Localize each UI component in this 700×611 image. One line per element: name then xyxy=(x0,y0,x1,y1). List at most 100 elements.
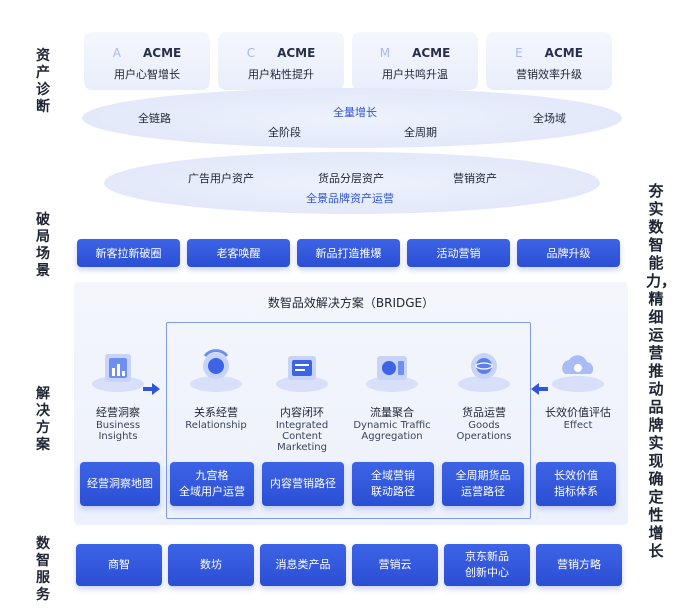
button-line2: 创新中心 xyxy=(465,566,509,579)
service-marketing-cloud-button[interactable]: 营销云 xyxy=(352,544,438,586)
column-en-line2: Insights xyxy=(98,431,138,442)
growth-full-cycle: 全周期 xyxy=(404,126,437,139)
button-line2: 指标体系 xyxy=(554,485,598,498)
column-traffic-aggregation: 流量聚合 Dynamic Traffic Aggregation xyxy=(344,344,440,442)
solution-label: 解决方案 xyxy=(36,386,50,453)
arrow-right-shaft xyxy=(143,387,152,391)
goods-lifecycle-button[interactable]: 全周期货品运营路径 xyxy=(442,462,524,506)
column-goods-operations: 货品运营 Goods Operations xyxy=(442,344,526,442)
column-business-insights: 经营洞察 Business Insights xyxy=(80,344,156,442)
card-title: 营销效率升级 xyxy=(516,68,582,81)
asset-diagnosis-label: 资产诊断 xyxy=(36,48,50,115)
column-en-line1: Effect xyxy=(563,420,593,431)
column-effect-evaluation: 长效价值评估 Effect xyxy=(534,344,622,431)
cloud-icon xyxy=(552,355,604,392)
service-innovation-center-button[interactable]: 京东新品创新中心 xyxy=(444,544,530,586)
growth-full-chain: 全链路 xyxy=(138,112,171,125)
asset-ad-user: 广告用户资产 xyxy=(188,172,254,185)
nine-grid-button[interactable]: 九宫格全域用户运营 xyxy=(170,462,254,506)
button-line1: 内容营销路径 xyxy=(270,477,336,490)
long-term-value-button[interactable]: 长效价值指标体系 xyxy=(536,462,616,506)
column-cn-label: 内容闭环 xyxy=(280,406,324,419)
column-cn-label: 长效价值评估 xyxy=(545,406,611,419)
card-title: 用户粘性提升 xyxy=(248,68,314,81)
smart-service-label: 数智服务 xyxy=(36,536,50,603)
column-en-line3: Marketing xyxy=(277,442,327,453)
column-en-line1: Goods xyxy=(468,420,500,431)
growth-center-text: 全量增长 xyxy=(333,106,377,119)
card-brand: ACME xyxy=(412,46,451,60)
card-acme-c: C ACME 用户粘性提升 xyxy=(218,32,344,90)
solution-inner-frame xyxy=(166,322,531,519)
column-cn-label: 流量聚合 xyxy=(370,406,414,419)
arrow-right-icon xyxy=(152,383,160,395)
card-brand: ACME xyxy=(277,46,316,60)
omni-marketing-button[interactable]: 全域营销联动路径 xyxy=(352,462,434,506)
service-strategy-button[interactable]: 营销方略 xyxy=(536,544,622,586)
column-en-line1: Integrated xyxy=(275,420,329,431)
insight-chart-icon xyxy=(92,354,144,392)
column-en-line1: Relationship xyxy=(185,420,247,431)
scene-new-customer-button[interactable]: 新客拉新破圈 xyxy=(77,239,180,267)
card-title: 用户心智增长 xyxy=(114,68,180,81)
column-en-line2: Aggregation xyxy=(361,431,423,442)
growth-ellipse xyxy=(82,88,622,148)
card-brand: ACME xyxy=(544,46,583,60)
asset-marketing: 营销资产 xyxy=(453,172,497,185)
content-path-button[interactable]: 内容营销路径 xyxy=(262,462,344,506)
service-shufang-button[interactable]: 数坊 xyxy=(168,544,254,586)
button-line1: 商智 xyxy=(108,558,130,571)
button-line1: 数坊 xyxy=(200,558,222,571)
service-message-button[interactable]: 消息类产品 xyxy=(260,544,346,586)
scene-reactivate-button[interactable]: 老客唤醒 xyxy=(187,239,290,267)
column-en-line1: Business xyxy=(95,420,141,431)
button-line2: 运营路径 xyxy=(461,485,505,498)
breakthrough-scene-label: 破局场景 xyxy=(36,212,50,279)
relationship-icon xyxy=(190,349,242,392)
goods-globe-icon xyxy=(458,353,510,392)
arrow-left-shaft xyxy=(539,387,548,391)
card-brand: ACME xyxy=(142,46,182,60)
insight-map-button[interactable]: 经营洞察地图 xyxy=(80,462,160,506)
button-line1: 营销云 xyxy=(378,558,412,571)
column-cn-label: 关系经营 xyxy=(194,406,238,419)
asset-center-text: 全景品牌资产运营 xyxy=(306,192,394,205)
column-en-line1: Dynamic Traffic xyxy=(353,420,431,431)
content-icon xyxy=(276,356,328,392)
button-line1: 京东新品 xyxy=(465,550,509,563)
button-line1: 九宫格 xyxy=(195,469,229,482)
arrow-left-icon xyxy=(531,383,539,395)
asset-goods-tier: 货品分层资产 xyxy=(318,172,384,185)
asset-ellipse xyxy=(104,152,600,214)
button-line1: 营销方略 xyxy=(557,558,601,571)
button-line1: 长效价值 xyxy=(554,469,598,482)
card-acme-e: E ACME 营销效率升级 xyxy=(486,32,612,90)
column-cn-label: 经营洞察 xyxy=(96,406,140,419)
card-acme-a: A ACME 用户心智增长 xyxy=(84,32,210,90)
column-en-line2: Operations xyxy=(456,431,512,442)
column-content-loop: 内容闭环 Integrated Content Marketing xyxy=(262,344,342,453)
button-line2: 联动路径 xyxy=(371,485,415,498)
card-letter: C xyxy=(246,46,256,60)
card-acme-m: M ACME 用户共鸣升温 xyxy=(352,32,478,90)
button-line1: 消息类产品 xyxy=(275,558,331,571)
service-shangzhi-button[interactable]: 商智 xyxy=(76,544,162,586)
traffic-icon xyxy=(366,356,418,392)
growth-full-domain: 全场域 xyxy=(533,112,566,125)
card-letter: M xyxy=(379,46,391,60)
scene-brand-upgrade-button[interactable]: 品牌升级 xyxy=(517,239,620,267)
button-line1: 经营洞察地图 xyxy=(87,477,153,490)
card-title: 用户共鸣升温 xyxy=(382,68,448,81)
right-slogan: 夯实数智能力，精细运营推动品牌实现确定性增长 xyxy=(646,182,677,560)
column-cn-label: 货品运营 xyxy=(462,406,506,419)
scene-new-product-button[interactable]: 新品打造推爆 xyxy=(297,239,400,267)
card-letter: E xyxy=(515,46,523,60)
scene-campaign-button[interactable]: 活动营销 xyxy=(407,239,510,267)
solution-title: 数智品效解决方案（BRIDGE） xyxy=(267,296,435,310)
growth-full-stage: 全阶段 xyxy=(268,126,301,139)
button-line1: 全域营销 xyxy=(371,469,415,482)
button-line1: 全周期货品 xyxy=(455,469,511,482)
column-relationship: 关系经营 Relationship xyxy=(172,344,260,431)
card-letter: A xyxy=(112,46,121,60)
column-en-line2: Content xyxy=(282,431,322,442)
